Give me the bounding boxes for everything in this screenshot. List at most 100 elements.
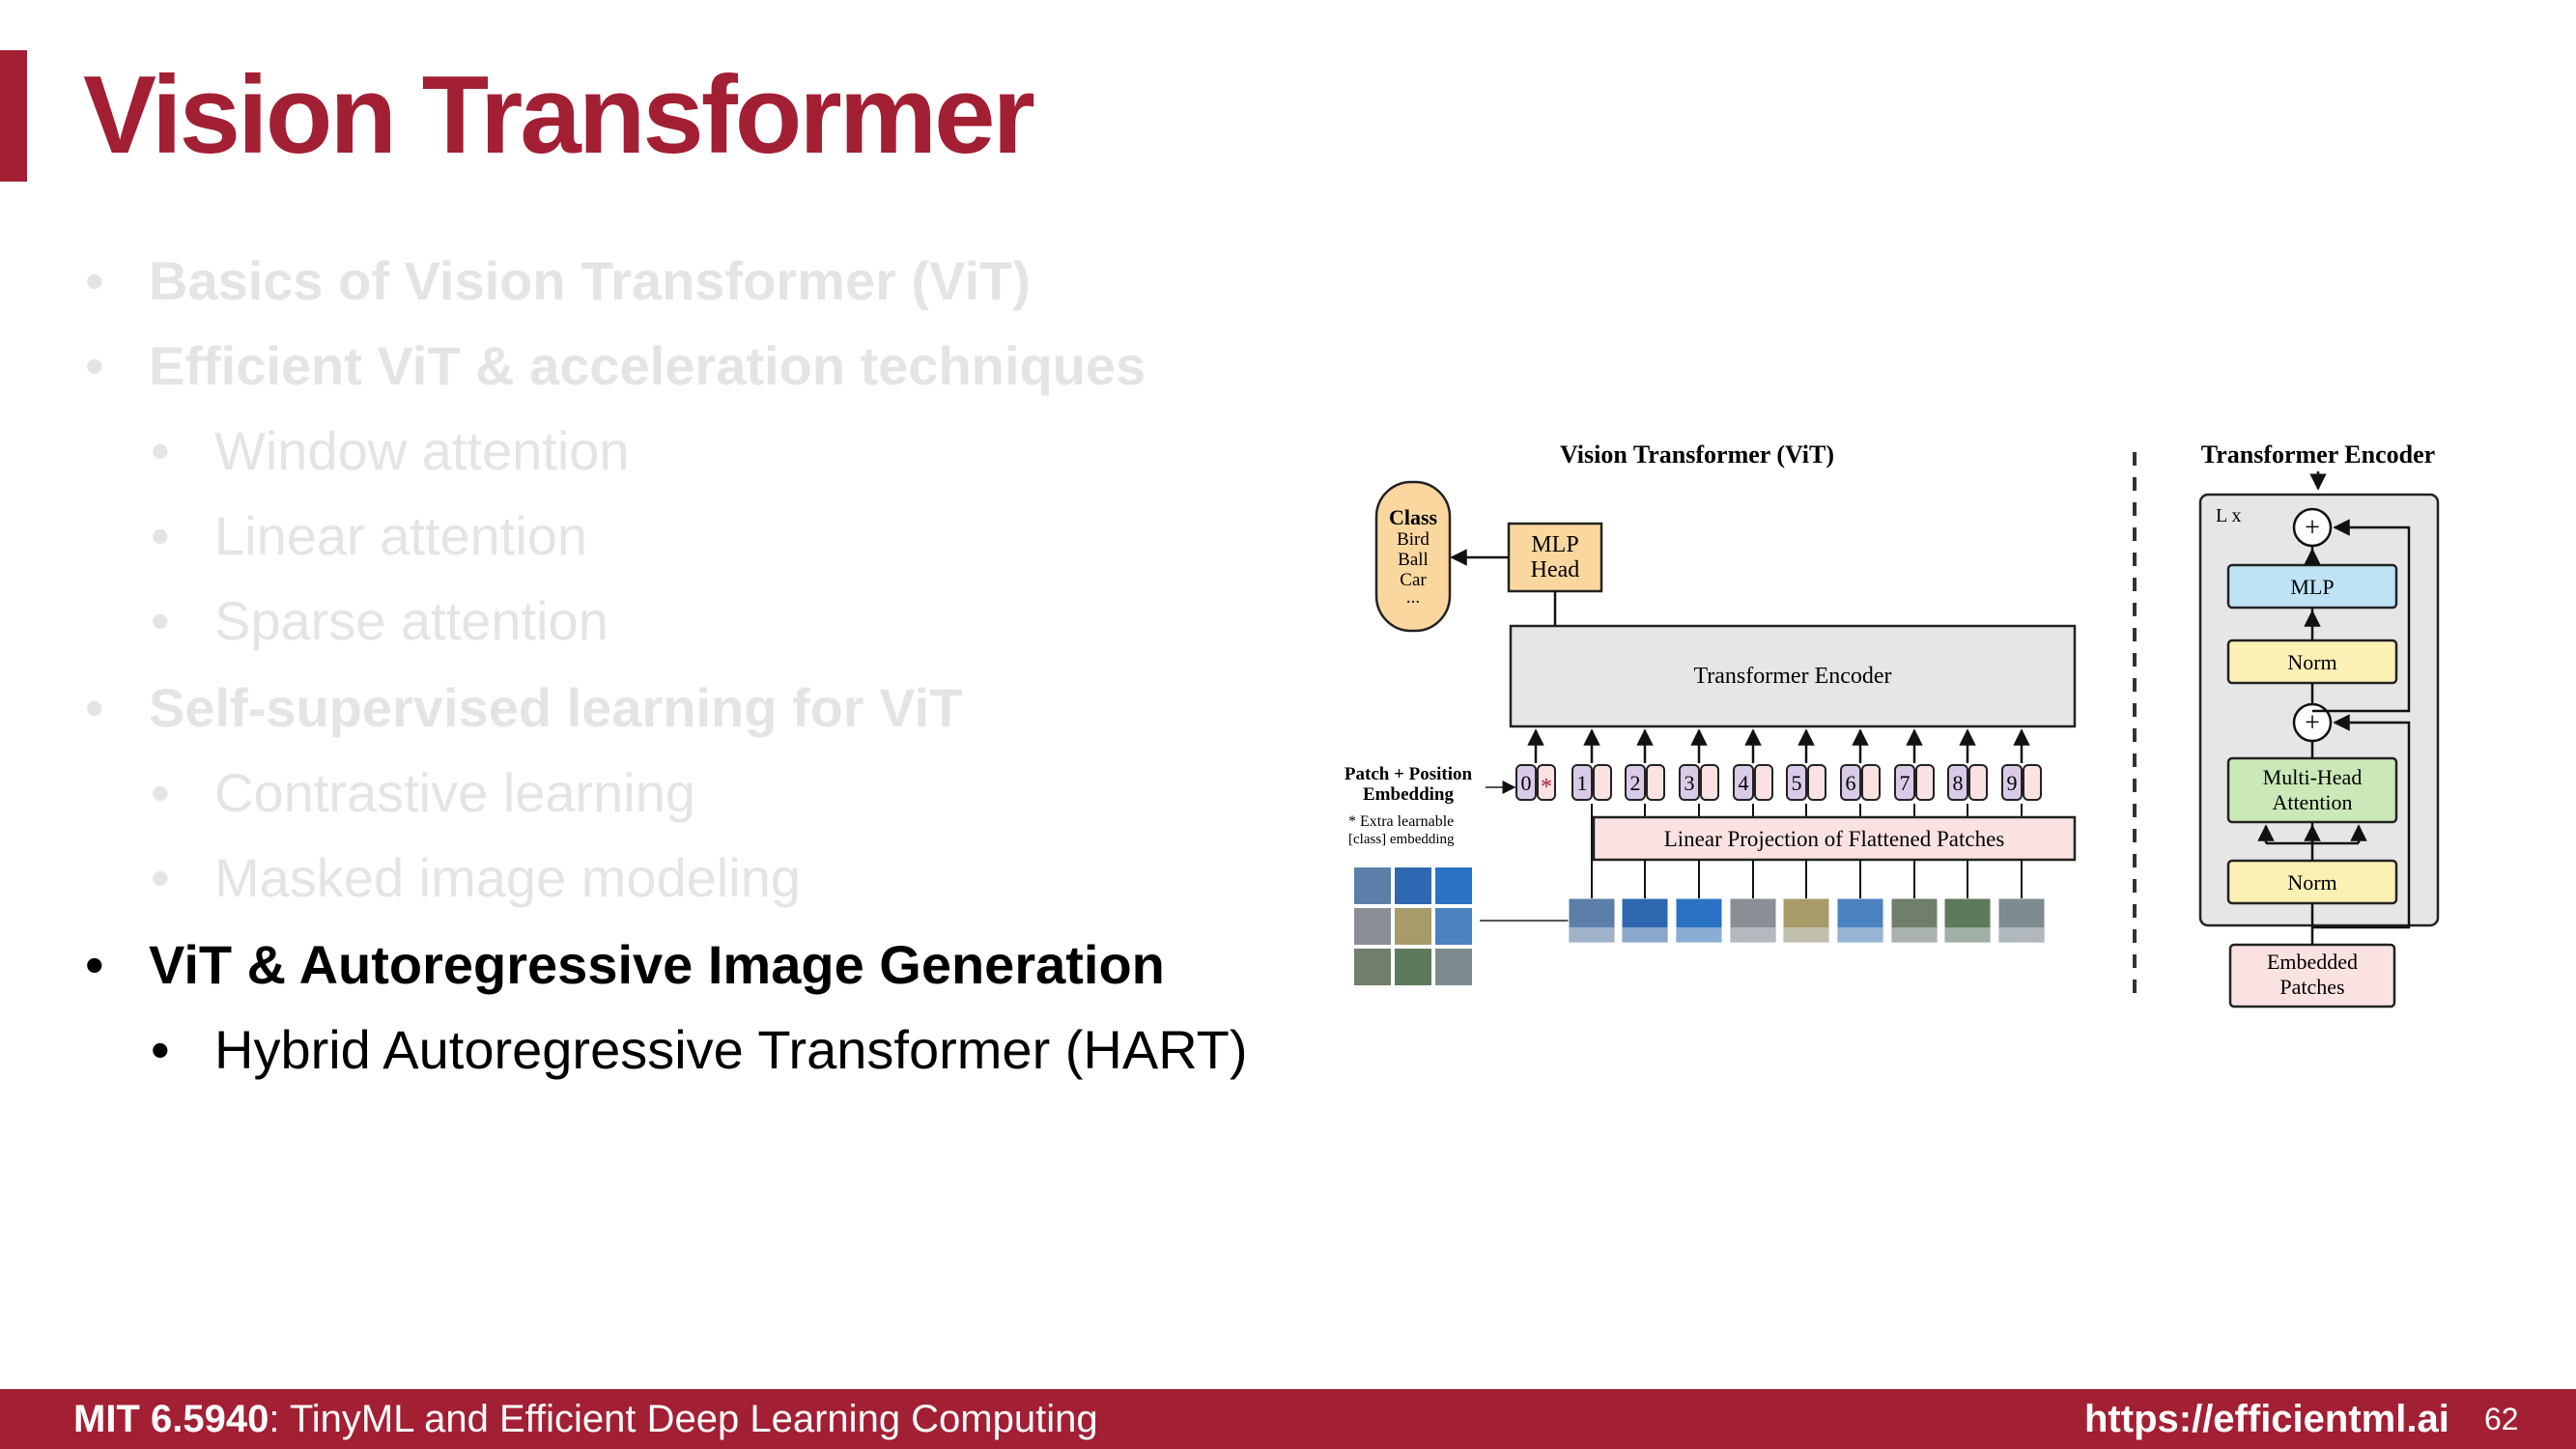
- source-patch: [1435, 867, 1472, 904]
- transformer-encoder-box: Transformer Encoder: [1509, 624, 2077, 728]
- bullet-dot: •: [85, 934, 104, 995]
- extra-learnable-note: [class] embedding: [1348, 832, 1455, 847]
- token-6: 6: [1840, 764, 1881, 801]
- bullet-dot: •: [85, 677, 104, 738]
- token-9: 9: [2001, 764, 2042, 801]
- patch-detail: [1730, 927, 1776, 943]
- vit-architecture-diagram: Vision Transformer (ViT) Class Bird Ball…: [1323, 425, 2482, 1043]
- token-index-label: 1: [1577, 771, 1588, 795]
- bullet-dot: •: [151, 762, 170, 823]
- token-index-label: 6: [1846, 771, 1856, 795]
- title-accent-bar: [0, 50, 27, 182]
- token-5: 5: [1786, 764, 1826, 801]
- class-token-marker: *: [1541, 775, 1552, 800]
- outline-item-text: Linear attention: [214, 505, 588, 566]
- patch-detail: [1783, 927, 1829, 943]
- svg-text:Patches: Patches: [2279, 975, 2344, 999]
- source-patch: [1354, 949, 1391, 985]
- token-2: 2: [1625, 764, 1665, 801]
- source-patch: [1354, 867, 1391, 904]
- patch-detail: [1569, 927, 1615, 943]
- source-patch: [1395, 949, 1431, 985]
- footer-course: MIT 6.5940: TinyML and Efficient Deep Le…: [73, 1389, 1098, 1449]
- linear-projection-box: Linear Projection of Flattened Patches: [1592, 815, 2077, 862]
- source-patch: [1435, 908, 1472, 945]
- svg-text:Embedded: Embedded: [2267, 950, 2358, 974]
- patch-detail: [1944, 927, 1991, 943]
- extra-learnable-note: * Extra learnable: [1348, 813, 1454, 830]
- input-image-patches: [1354, 867, 1472, 985]
- footer-bar: MIT 6.5940: TinyML and Efficient Deep Le…: [0, 1389, 2576, 1449]
- token-index-label: 2: [1630, 771, 1641, 795]
- svg-text:Norm: Norm: [2287, 870, 2336, 895]
- outline-item-text: Basics of Vision Transformer (ViT): [149, 250, 1031, 311]
- svg-text:Transformer Encoder: Transformer Encoder: [1693, 664, 1891, 689]
- source-patch: [1395, 908, 1431, 945]
- class-item: Car: [1400, 570, 1427, 590]
- outline-item-text: Masked image modeling: [214, 847, 801, 908]
- encoder-detail-title: Transformer Encoder: [2201, 440, 2435, 469]
- bullet-dot: •: [151, 590, 170, 651]
- token-4: 4: [1733, 764, 1773, 801]
- page-number: 62: [2484, 1402, 2519, 1436]
- patch-detail: [1891, 927, 1938, 943]
- token-index-label: 3: [1684, 771, 1695, 795]
- token-index-label: 5: [1792, 771, 1802, 795]
- bullet-dot: •: [151, 505, 170, 566]
- svg-text:MLP: MLP: [1531, 532, 1578, 557]
- token-index-label: 7: [1900, 771, 1911, 795]
- bullet-dot: •: [151, 1019, 170, 1080]
- token-8: 8: [1947, 764, 1988, 801]
- outline-item-text: Contrastive learning: [214, 762, 696, 823]
- outline-item-text: ViT & Autoregressive Image Generation: [149, 934, 1165, 995]
- patch-embedding-label: Embedding: [1363, 784, 1454, 805]
- svg-text:MLP: MLP: [2290, 575, 2334, 599]
- token-index-label: 9: [2007, 771, 2018, 795]
- mlp-head-box: MLP Head: [1507, 522, 1603, 593]
- svg-text:Attention: Attention: [2272, 790, 2352, 814]
- patch-detail: [1998, 927, 2045, 943]
- token-index-label: 8: [1953, 771, 1964, 795]
- plus-glyph: +: [2305, 513, 2320, 543]
- outline-item-text: Hybrid Autoregressive Transformer (HART): [214, 1019, 1248, 1080]
- patch-detail: [1676, 927, 1722, 943]
- bullet-dot: •: [151, 420, 170, 481]
- token-3: 3: [1679, 764, 1719, 801]
- slide-title: Vision Transformer: [83, 54, 1035, 177]
- token-0: 0*: [1515, 764, 1556, 801]
- class-item: ...: [1406, 587, 1420, 608]
- svg-text:Linear Projection of Flattened: Linear Projection of Flattened Patches: [1664, 827, 2005, 851]
- source-patch: [1354, 908, 1391, 945]
- outline-item-text: Sparse attention: [214, 590, 609, 651]
- bullet-dot: •: [151, 847, 170, 908]
- svg-text:Head: Head: [1531, 557, 1580, 582]
- vit-diagram-title: Vision Transformer (ViT): [1560, 440, 1834, 469]
- source-patch: [1395, 867, 1431, 904]
- outline-item-text: Self-supervised learning for ViT: [149, 677, 963, 738]
- token-index-label: 4: [1739, 771, 1749, 795]
- course-code: MIT 6.5940: [73, 1398, 269, 1440]
- class-item: Bird: [1397, 529, 1430, 550]
- patch-embedding-label: Patch + Position: [1345, 764, 1473, 784]
- patch-detail: [1837, 927, 1883, 943]
- plus-glyph: +: [2305, 708, 2320, 738]
- outline-list: • Basics of Vision Transformer (ViT) • Effi…: [0, 0, 1314, 1159]
- token-1: 1: [1571, 764, 1612, 801]
- svg-text:Norm: Norm: [2287, 650, 2336, 674]
- class-output-box: Class Bird Ball Car ...: [1374, 480, 1452, 633]
- bullet-dot: •: [85, 250, 104, 311]
- token-index-label: 0: [1521, 771, 1532, 795]
- class-box-title: Class: [1389, 505, 1438, 529]
- footer-url-link[interactable]: https://efficientml.ai: [2084, 1398, 2449, 1440]
- token-7: 7: [1894, 764, 1935, 801]
- course-name: : TinyML and Efficient Deep Learning Com…: [269, 1398, 1098, 1440]
- patch-detail: [1622, 927, 1668, 943]
- bullet-dot: •: [85, 335, 104, 396]
- source-patch: [1435, 949, 1472, 985]
- encoder-detail-connectors: [2257, 519, 2411, 945]
- flattened-patch-row: [1568, 860, 2046, 944]
- outline-item-text: Window attention: [214, 420, 630, 481]
- repeat-label: L x: [2216, 505, 2241, 526]
- class-item: Ball: [1398, 550, 1429, 570]
- outline-item-text: Efficient ViT & acceleration techniques: [149, 335, 1146, 396]
